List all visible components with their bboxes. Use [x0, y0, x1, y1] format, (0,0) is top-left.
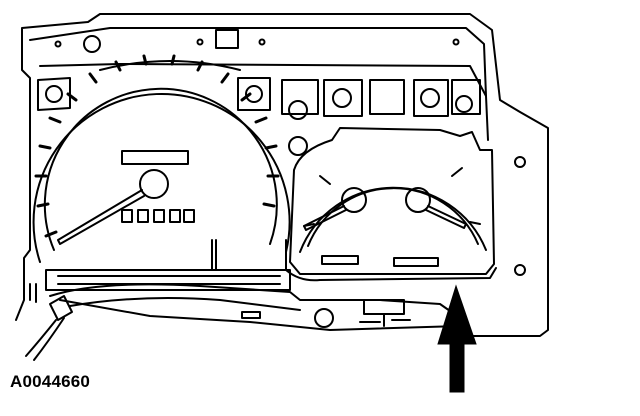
top-bracket: [215, 29, 239, 49]
gauge-pod-outer-rim: [285, 239, 497, 282]
lower-clip-3: [359, 313, 411, 327]
housing-inner-rim: [39, 63, 489, 141]
speedometer-gauge: [32, 54, 291, 271]
dual-gauge-pod: [285, 127, 497, 282]
mount-hole-bottom: [314, 308, 334, 328]
bulb-socket-row: [37, 77, 481, 156]
speedometer-tick-marks: [34, 54, 280, 238]
cluster-housing-outline: [15, 13, 549, 337]
lower-clip-1: [241, 311, 261, 319]
lower-panel-strip-inner: [57, 275, 281, 285]
speedometer-needle: [57, 189, 145, 245]
mount-hole-small-2: [196, 38, 204, 46]
wiring-connector: [25, 283, 73, 361]
gauge-pod-dial-inner: [307, 187, 479, 247]
lower-panel-strip: [45, 269, 291, 291]
mount-hole-small-3: [258, 38, 266, 46]
left-gauge-hub: [341, 187, 367, 213]
gauge-pod-housing: [289, 127, 495, 275]
speedometer-odometer-window: [121, 150, 189, 165]
lower-frame-contour-2: [69, 297, 301, 311]
speedometer-hub: [139, 169, 169, 199]
speedometer-dial-face: [43, 87, 278, 251]
mount-hole-right-2: [514, 264, 526, 276]
right-gauge-tick-1: [451, 167, 463, 177]
left-gauge-needle: [303, 205, 347, 231]
speedometer-reset-stem: [211, 239, 217, 271]
figure-id-label: A0044660: [10, 372, 91, 391]
gauge-pod-window-1: [321, 255, 359, 265]
top-arch: [99, 60, 241, 71]
speedometer-outer-bezel: [32, 92, 291, 263]
right-gauge-hub: [405, 187, 431, 213]
mount-hole-small-1: [54, 40, 62, 48]
right-gauge-needle: [425, 205, 467, 229]
mount-hole-top-left: [83, 35, 101, 53]
gauge-pod-window-2: [393, 257, 439, 267]
location-arrow: [437, 284, 477, 393]
lower-frame-contour: [49, 283, 461, 319]
left-gauge-tick-1: [319, 175, 331, 185]
housing-top-rim: [29, 27, 487, 97]
trip-odometer-digits: [121, 209, 195, 223]
right-gauge-tick-2: [469, 221, 481, 225]
mount-hole-small-4: [452, 38, 460, 46]
mount-hole-right-1: [514, 156, 526, 168]
